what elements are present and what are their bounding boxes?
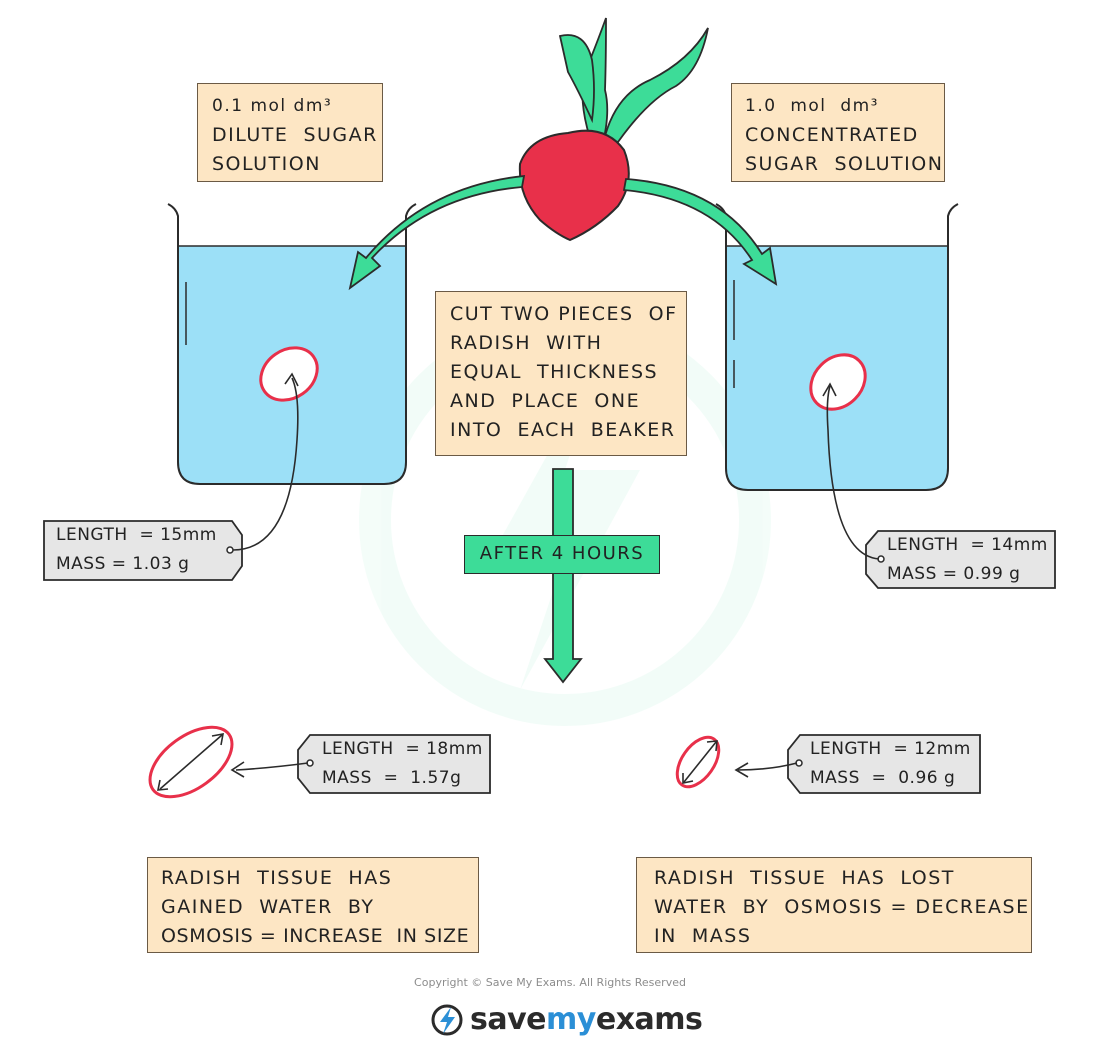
right-before-mass: MASS = 0.99 g	[887, 564, 1021, 584]
instruction-line-2: RADISH WITH	[450, 332, 603, 354]
left-after-length: LENGTH = 18mm	[322, 739, 483, 759]
shrunken-slice	[675, 735, 721, 789]
after-4-hours-label: AFTER 4 HOURS	[464, 535, 660, 574]
left-result-line-1: RADISH TISSUE HAS	[161, 867, 393, 889]
concentrated-line-3: SUGAR SOLUTION	[745, 153, 944, 175]
left-beaker	[167, 203, 417, 485]
instruction-line-3: EQUAL THICKNESS	[450, 361, 659, 383]
pointer-lines	[230, 372, 880, 778]
concentrated-line-2: CONCENTRATED	[745, 124, 919, 146]
right-before-length: LENGTH = 14mm	[887, 535, 1048, 555]
left-after-tag: LENGTH = 18mm MASS = 1.57g	[322, 735, 483, 793]
left-radish-slice	[259, 346, 319, 402]
dilute-line-2: DILUTE SUGAR	[212, 124, 378, 146]
time-arrow	[543, 468, 583, 684]
right-before-tag: LENGTH = 14mm MASS = 0.99 g	[887, 531, 1048, 589]
radish-icon	[518, 17, 709, 242]
left-before-length: LENGTH = 15mm	[56, 525, 217, 545]
right-result-label: RADISH TISSUE HAS LOST WATER BY OSMOSIS …	[636, 857, 1032, 953]
right-radish-slice	[809, 353, 867, 411]
brand-exams: exams	[595, 1001, 703, 1037]
left-before-mass: MASS = 1.03 g	[56, 554, 190, 574]
right-result-line-3: IN MASS	[654, 925, 752, 947]
enlarged-slice	[148, 725, 234, 799]
concentrated-line-1: 1.0 mol dm³	[745, 96, 880, 116]
instruction-line-1: CUT TWO PIECES OF	[450, 303, 678, 325]
left-result-label: RADISH TISSUE HAS GAINED WATER BY OSMOSI…	[147, 857, 479, 953]
dilute-solution-label: 0.1 mol dm³ DILUTE SUGAR SOLUTION	[197, 83, 383, 182]
right-after-length: LENGTH = 12mm	[810, 739, 971, 759]
instruction-label: CUT TWO PIECES OF RADISH WITH EQUAL THIC…	[435, 291, 687, 456]
left-result-line-3: OSMOSIS = INCREASE IN SIZE	[161, 925, 470, 947]
left-after-tag-shape	[297, 734, 491, 794]
left-result-line-2: GAINED WATER BY	[161, 896, 375, 918]
right-after-tag: LENGTH = 12mm MASS = 0.96 g	[810, 735, 971, 793]
left-after-mass: MASS = 1.57g	[322, 768, 462, 788]
right-after-tag-shape	[787, 734, 981, 794]
brand-save: save	[470, 1001, 547, 1037]
instruction-line-5: INTO EACH BEAKER	[450, 419, 676, 441]
instruction-line-4: AND PLACE ONE	[450, 390, 641, 412]
dilute-line-3: SOLUTION	[212, 153, 321, 175]
brand-my: my	[546, 1001, 596, 1037]
brand-logo: savemyexams	[432, 1000, 703, 1038]
copyright-notice: Copyright © Save My Exams. All Rights Re…	[414, 976, 686, 989]
concentrated-solution-label: 1.0 mol dm³ CONCENTRATED SUGAR SOLUTION	[731, 83, 945, 182]
brand-bolt-icon	[431, 1004, 463, 1036]
left-before-tag-shape	[43, 520, 243, 581]
left-before-tag: LENGTH = 15mm MASS = 1.03 g	[56, 521, 217, 579]
right-after-mass: MASS = 0.96 g	[810, 768, 956, 788]
brand-wordmark: savemyexams	[470, 1001, 703, 1037]
arrow-to-left-beaker	[348, 174, 526, 291]
right-result-line-2: WATER BY OSMOSIS = DECREASE	[654, 896, 1030, 918]
dilute-line-1: 0.1 mol dm³	[212, 96, 333, 116]
right-before-tag-shape	[865, 530, 1056, 589]
right-result-line-1: RADISH TISSUE HAS LOST	[654, 867, 955, 889]
arrow-to-right-beaker	[622, 178, 778, 286]
